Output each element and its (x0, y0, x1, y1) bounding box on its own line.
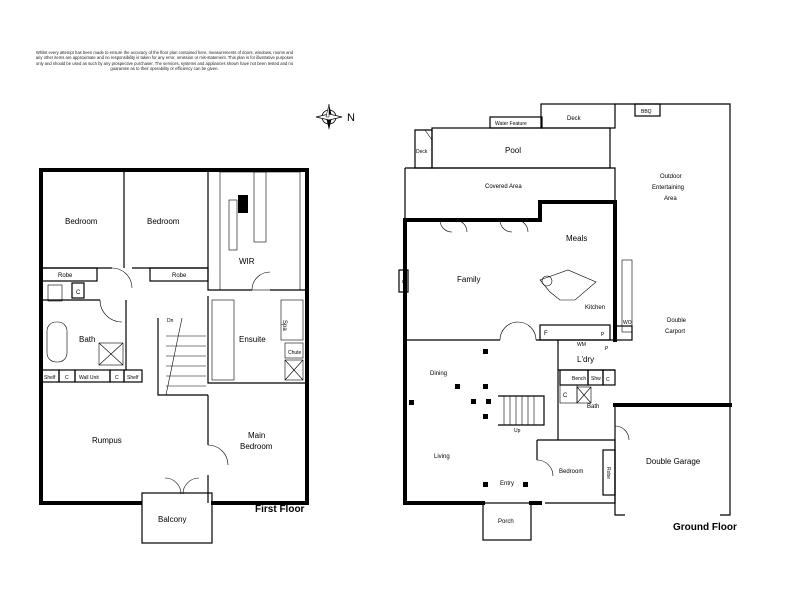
outdoor-entertaining-label: Area (664, 196, 677, 202)
ground-floor-title: Ground Floor (673, 522, 737, 533)
shower-label: Shw (591, 376, 601, 382)
cupboard-label: C (563, 393, 568, 399)
cupboard-label: C (115, 375, 119, 381)
stairs-down-label: Dn (167, 318, 174, 324)
bedroom-label: Bedroom (147, 217, 180, 226)
kitchen-label: Kitchen (585, 305, 605, 311)
pantry-label: P (601, 332, 605, 338)
ensuite-label: Ensuite (239, 335, 266, 344)
fridge-label: F (544, 331, 548, 337)
washing-machine-label: WM (577, 342, 586, 348)
balcony-label: Balcony (158, 515, 186, 524)
pool-label: Pool (505, 146, 521, 155)
double-carport-label: Double (667, 318, 687, 324)
wir-label: WIR (239, 257, 255, 266)
robe-label: Robe (58, 273, 73, 279)
main-bedroom-label: Bedroom (240, 442, 273, 451)
bench-label: Bench (572, 376, 586, 382)
chute-label: Chute (288, 350, 302, 356)
deck-label: Deck (416, 149, 428, 155)
rumpus-label: Rumpus (92, 436, 122, 445)
bw-label: Bw (402, 276, 408, 283)
main-bedroom-label: Main (248, 431, 265, 440)
compass-north-label: N (347, 112, 355, 124)
bath-label: Bath (79, 335, 95, 344)
first-floor-labels: Bedroom Bedroom Robe Robe WIR C Bath Dn … (44, 217, 305, 524)
bedroom-label: Bedroom (559, 469, 583, 475)
stairs-up-label: Up (514, 428, 521, 434)
cupboard-label: C (76, 290, 81, 296)
covered-area-label: Covered Area (485, 184, 522, 190)
water-feature-label: Water Feature (495, 121, 527, 127)
entry-label: Entry (500, 481, 514, 487)
bath-label: Bath (587, 404, 599, 410)
outdoor-entertaining-label: Outdoor (660, 174, 682, 180)
ground-floor-plan (398, 103, 732, 541)
shelf-label: Shelf (44, 375, 56, 381)
disclaimer-text: Whilst every attempt has been made to en… (35, 50, 294, 71)
robe-label: Robe (172, 273, 187, 279)
porch-label: Porch (498, 519, 514, 525)
double-garage-label: Double Garage (646, 457, 701, 466)
bedroom-label: Bedroom (65, 217, 98, 226)
outdoor-entertaining-label: Entertaining (652, 185, 684, 191)
family-label: Family (457, 275, 481, 284)
wall-oven-label: WO (623, 320, 632, 326)
pantry-label: P (605, 346, 609, 352)
spa-label: Spa (281, 320, 287, 331)
cupboard-label: C (65, 375, 69, 381)
meals-label: Meals (566, 234, 587, 243)
living-label: Living (434, 454, 450, 460)
double-carport-label: Carport (665, 329, 685, 335)
ground-floor-labels: Water Feature Deck BBQ Deck Pool Covered… (402, 109, 737, 533)
shelf-label: Shelf (127, 375, 139, 381)
cupboard-label: C (606, 377, 610, 383)
deck-label: Deck (567, 116, 582, 122)
laundry-label: L'dry (577, 355, 594, 364)
wall-unit-label: Wall Unit (79, 375, 99, 381)
robe-label: Robe (605, 467, 611, 479)
compass-rose-icon (315, 103, 343, 130)
dining-label: Dining (430, 371, 447, 377)
first-floor-plan (39, 168, 309, 544)
bbq-label: BBQ (641, 109, 652, 115)
first-floor-title: First Floor (255, 504, 305, 515)
